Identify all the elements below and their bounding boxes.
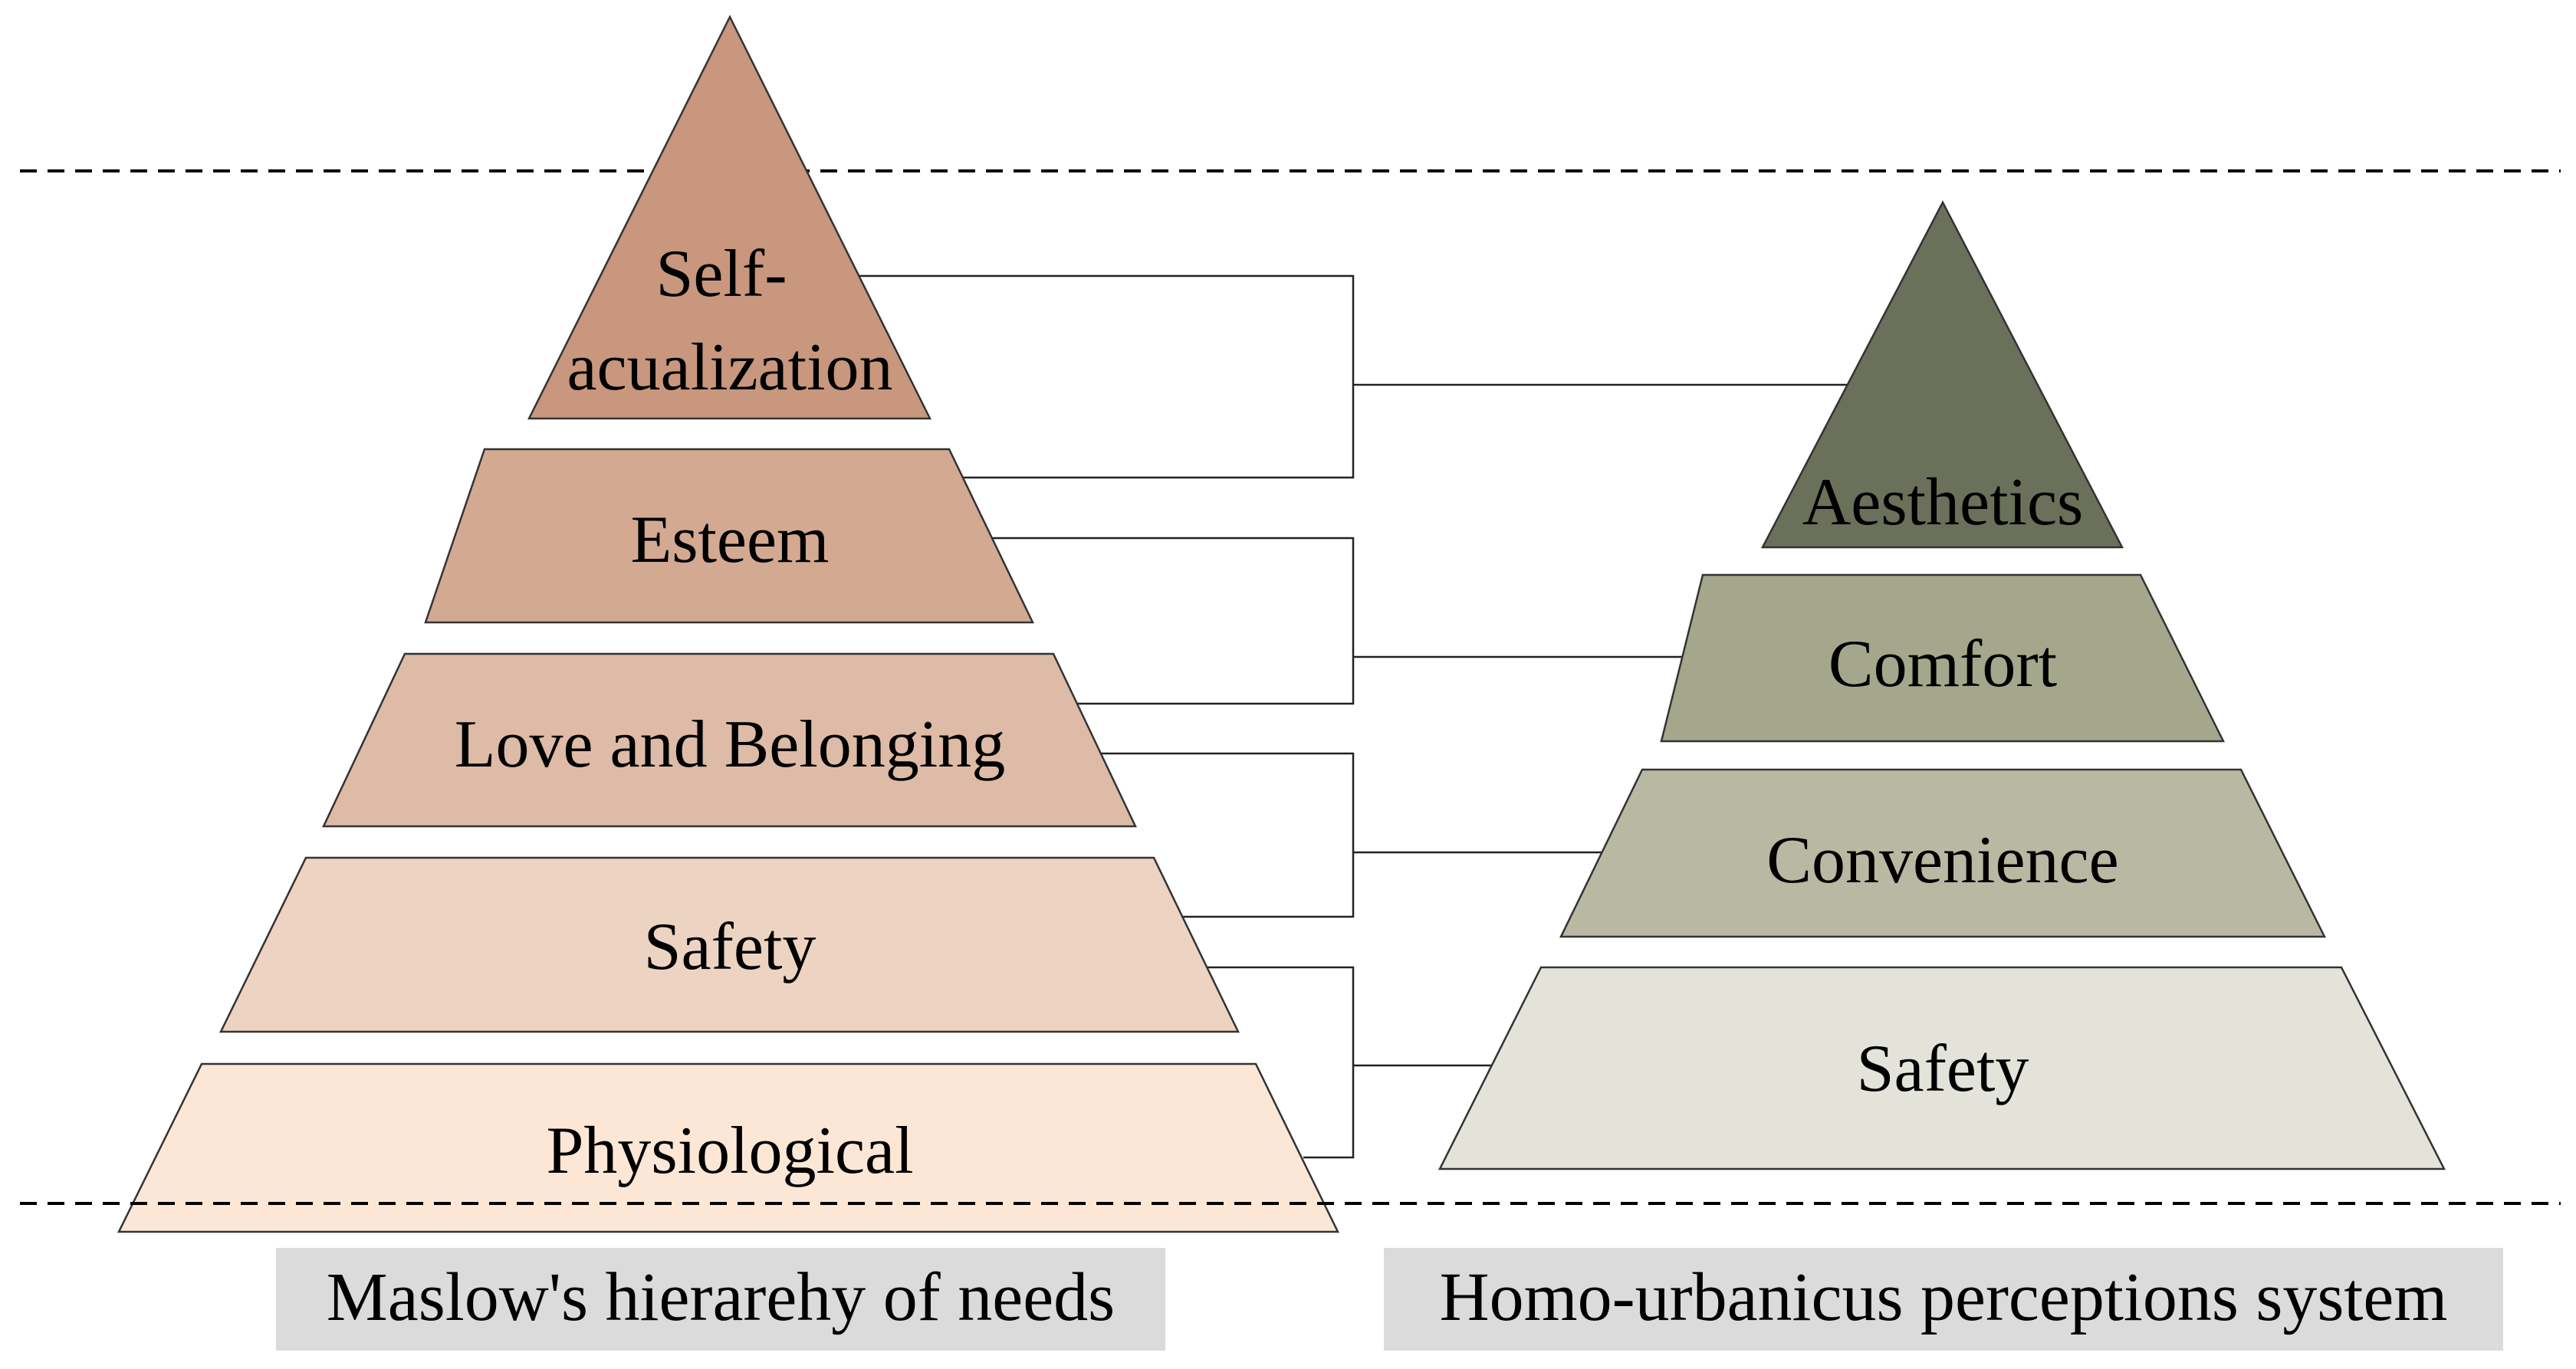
maslow-pyramid: Self- acualization Esteem Love and Belon… <box>117 15 1340 1233</box>
maslow-caption-box <box>276 1248 1165 1351</box>
maslow-level-1-label: Self- acualization <box>567 237 892 405</box>
connector-aesthetics <box>859 274 1355 479</box>
connectors <box>859 274 1852 1159</box>
connector-comfort <box>989 537 1355 705</box>
connector-safety <box>1202 966 1355 1159</box>
urban-level-4-label: Safety <box>1857 1032 2029 1106</box>
homo-urbanicus-caption-box <box>1384 1248 2503 1351</box>
urban-level-3-label: Convenience <box>1766 823 2118 898</box>
maslow-level-5-tier <box>117 1062 1340 1233</box>
homo-urbanicus-caption-text: Homo-urbanicus perceptions system <box>1440 1259 2448 1335</box>
urban-level-2-label: Comfort <box>1829 627 2057 701</box>
urban-level-1-tier <box>1760 200 2124 549</box>
maslow-level-4-label: Safety <box>644 910 816 984</box>
maslow-level-3-tier <box>322 652 1137 828</box>
maslow-caption-text: Maslow's hierarehy of needs <box>327 1259 1115 1335</box>
maslow-level-2-label: Esteem <box>630 503 829 577</box>
connector-convenience <box>1096 752 1355 918</box>
maslow-caption: Maslow's hierarehy of needs <box>276 1248 1165 1351</box>
maslow-level-1-tier <box>527 15 932 420</box>
maslow-level-2-tier <box>424 448 1034 624</box>
urban-level-4-tier <box>1438 966 2446 1170</box>
urban-level-3-tier <box>1559 768 2327 938</box>
urban-level-1-label: Aesthetics <box>1802 465 2084 540</box>
maslow-level-3-label: Love and Belonging <box>455 707 1006 782</box>
maslow-level-4-tier <box>219 856 1240 1033</box>
homo-urbanicus-caption: Homo-urbanicus perceptions system <box>1384 1248 2503 1351</box>
maslow-level-5-label: Physiological <box>546 1114 913 1188</box>
homo-urbanicus-pyramid: Aesthetics Comfort Convenience Safety <box>1438 200 2446 1170</box>
urban-level-2-tier <box>1660 573 2226 743</box>
